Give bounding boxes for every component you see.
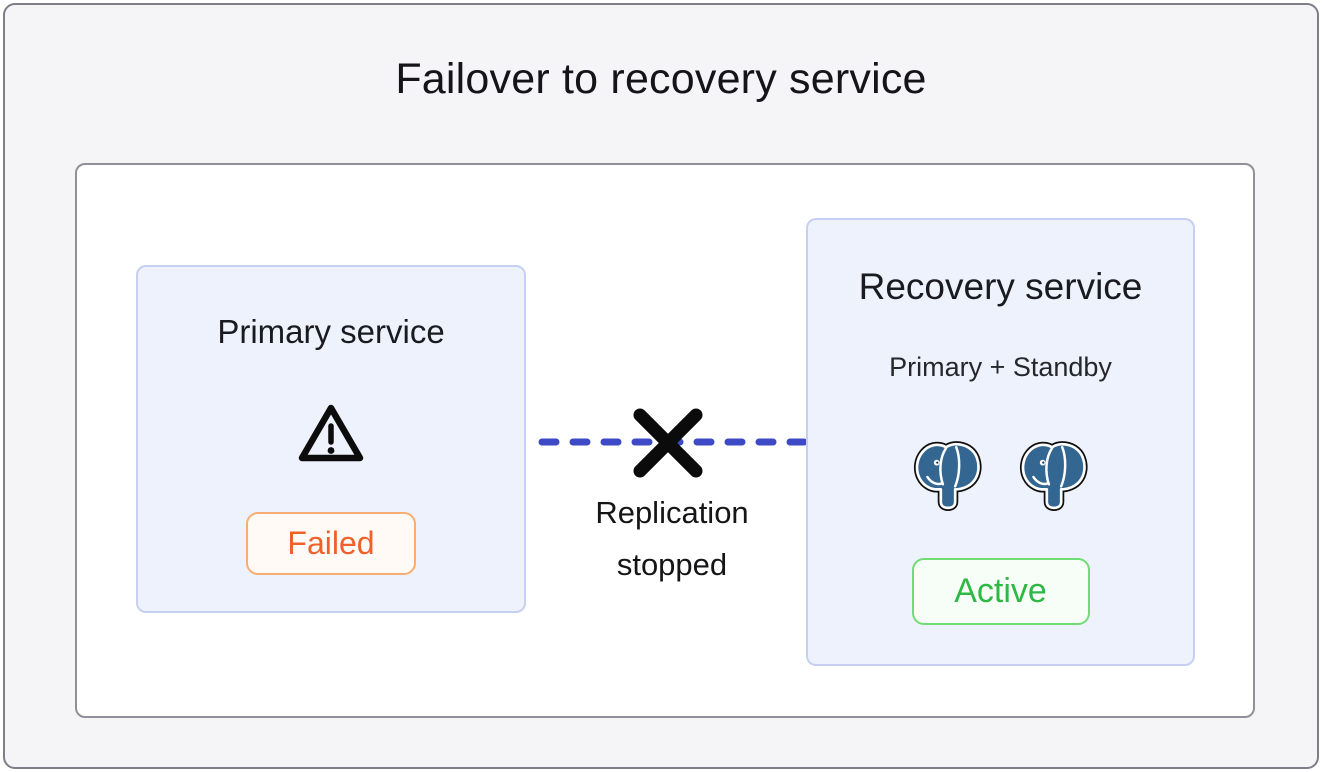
page-title: Failover to recovery service <box>395 55 927 103</box>
replication-stopped-line2: stopped <box>616 547 728 582</box>
diagram-canvas: Primary service Failed Replicati <box>75 163 1255 718</box>
postgresql-elephant-icon <box>910 438 986 517</box>
recovery-service-title: Recovery service <box>858 266 1143 307</box>
recovery-service-box: Recovery service Primary + Standby <box>806 218 1195 666</box>
postgres-instances-row <box>808 438 1193 517</box>
replication-stopped-label: Replication stopped <box>522 487 822 591</box>
replication-stopped-line1: Replication <box>595 495 749 530</box>
warning-triangle-icon <box>138 401 524 470</box>
primary-service-title: Primary service <box>217 313 445 350</box>
primary-service-box: Primary service Failed <box>136 265 526 613</box>
postgresql-elephant-icon <box>1016 438 1092 517</box>
diagram-frame: Failover to recovery service Primary ser… <box>3 3 1319 769</box>
recovery-service-subtitle: Primary + Standby <box>889 352 1112 382</box>
x-mark-icon <box>628 403 708 488</box>
status-badge-failed: Failed <box>246 512 416 575</box>
status-badge-active: Active <box>911 558 1090 625</box>
